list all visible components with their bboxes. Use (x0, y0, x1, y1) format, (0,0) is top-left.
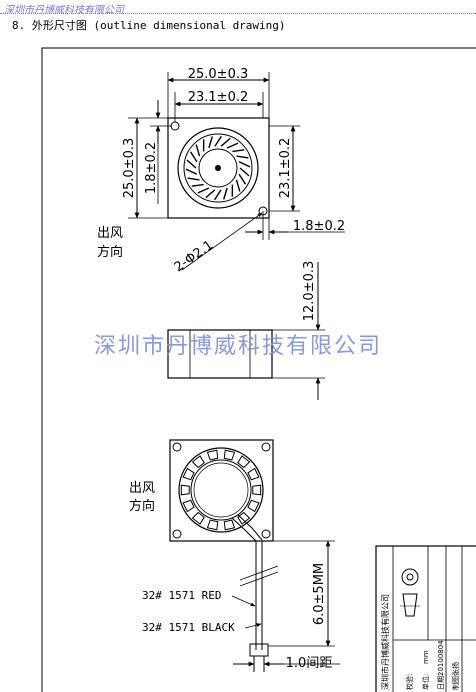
vent-slot (223, 449, 236, 461)
fan-outline-top (167, 117, 270, 219)
title-drawn-label: 制图: (451, 674, 460, 690)
airflow-label-bottom-2: 方向 (129, 498, 155, 514)
impeller-blade (195, 144, 201, 157)
title-unit-label: 单位: (421, 674, 430, 690)
vent-slot (182, 499, 195, 513)
impeller-outer (183, 133, 253, 203)
vent-slot (191, 455, 205, 469)
wire-connector (249, 643, 269, 657)
vent-slot (191, 511, 205, 525)
dim-offset-left: 1.8±0.2 (144, 142, 159, 194)
airflow-label-bottom-1: 出风 (129, 481, 155, 496)
dim-lead-pitch: 1.0间距 (286, 656, 333, 671)
impeller-hub (198, 148, 238, 188)
vent-slot (182, 467, 195, 481)
dim-hole-spec: 2-Φ2.1 (172, 238, 217, 275)
impeller-blade (185, 168, 198, 175)
vent-slot (223, 519, 236, 531)
leader-hole-spec (181, 212, 263, 271)
bottom-view: 6.0±5MM 1.0间距 32# 1571 RED 32# 1571 BLAC… (129, 439, 340, 672)
hub-center (215, 165, 221, 171)
impeller-blade (239, 167, 250, 177)
vent-slot (252, 484, 262, 496)
vent-slot (206, 519, 219, 531)
fan-housing-ring (177, 127, 259, 209)
title-date-value: 20100804 (437, 640, 445, 676)
bottom-vent-slots (180, 449, 262, 531)
impeller-blade (186, 159, 197, 169)
impeller-blade (197, 187, 210, 194)
vent-slot (180, 484, 190, 496)
section-title: 8. 外形尺寸图 (outline dimensional drawing) (12, 19, 286, 32)
impeller-blade (236, 155, 249, 159)
header-company: 深圳市丹博威科技有限公司 (4, 5, 124, 16)
title-date-label: 日期: (437, 674, 445, 690)
dim-height-outer: 25.0±0.3 (122, 138, 137, 199)
mounting-hole-bottom-tr (261, 442, 271, 452)
airflow-label-top-2: 方向 (97, 244, 123, 260)
dim-height-hole: 23.1±0.2 (278, 138, 293, 199)
mounting-hole-bottom-tl (172, 442, 182, 452)
title-check-label: 校验: (405, 674, 414, 690)
mounting-hole-top-left (170, 121, 180, 131)
impeller-blade (208, 136, 213, 149)
bottom-hub-ring (190, 459, 252, 521)
dim-lead-length: 6.0±5MM (312, 563, 327, 625)
wire-label-red: 32# 1571 RED (142, 589, 221, 602)
vent-slot (247, 467, 260, 481)
bottom-housing-ring (178, 447, 264, 533)
title-block-company: 深圳市丹博威科技有限公司 (380, 594, 390, 690)
mounting-hole-bottom-bl (172, 529, 182, 539)
dim-thickness: 12.0±0.3 (302, 261, 317, 322)
title-unit-value: mm (422, 650, 430, 664)
drawing-frame (41, 47, 476, 692)
impeller-blade (238, 161, 251, 168)
impeller-blade (205, 189, 216, 199)
title-block-frame (375, 545, 476, 692)
impeller-blade (187, 177, 200, 181)
impeller-blade (214, 135, 222, 147)
side-view: 12.0±0.3 (167, 261, 325, 400)
dim-width-hole: 23.1±0.2 (188, 90, 249, 105)
projection-cone (402, 593, 418, 617)
impeller-blades (185, 135, 251, 201)
vent-slot (237, 511, 251, 525)
impeller-blade (223, 187, 228, 200)
title-block: 深圳市丹博威科技有限公司 校验: 单位: mm 日期: 20100804 制图:… (375, 545, 476, 692)
vent-slot (247, 499, 260, 513)
fan-outline-bottom (169, 439, 274, 542)
impeller-blade (220, 137, 231, 147)
vent-slot (237, 455, 251, 469)
impeller-blade (238, 173, 247, 185)
wire-label-black: 32# 1571 BLACK (142, 621, 235, 634)
title-drawn-value: 张扬 (451, 662, 460, 676)
vent-slot (206, 449, 219, 461)
impeller-blade (189, 151, 198, 163)
impeller-blade (232, 149, 245, 153)
mounting-hole-bottom-br (261, 529, 271, 539)
airflow-label-top-1: 出风 (97, 226, 123, 241)
impeller-blade (214, 189, 222, 201)
impeller-blade (235, 179, 241, 192)
impeller-blade (191, 183, 204, 187)
header-divider (0, 13, 476, 14)
dim-width-outer: 25.0±0.3 (188, 67, 249, 82)
fan-outline-side (167, 329, 273, 379)
projection-circle (401, 568, 419, 586)
dim-offset-bottom: 1.8±0.2 (293, 219, 345, 234)
impeller-blade (226, 142, 239, 149)
top-view: 25.0±0.3 23.1±0.2 25.0±0.3 1.8±0.2 23.1±… (97, 67, 345, 275)
company-watermark: 深圳市丹博威科技有限公司 (94, 334, 382, 359)
